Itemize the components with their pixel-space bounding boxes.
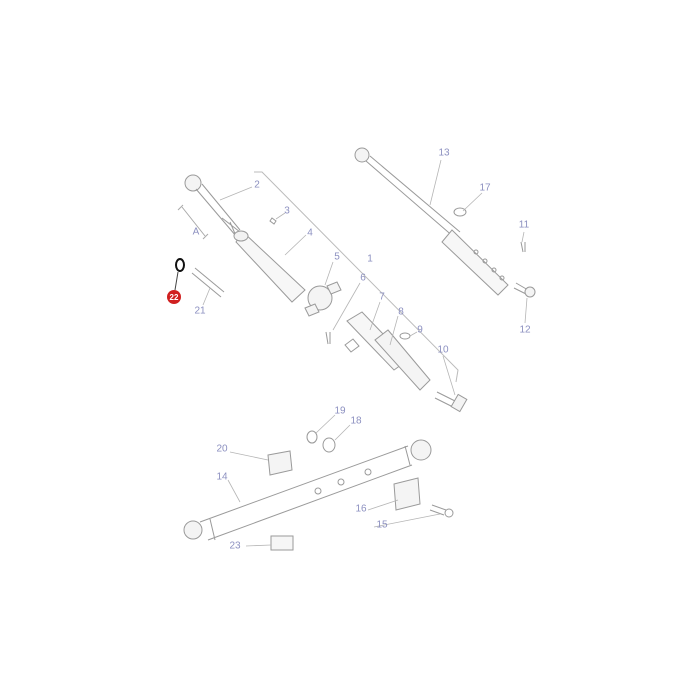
callout-19[interactable]: 19 [334,405,346,417]
callout-5[interactable]: 5 [334,251,340,263]
callout-4[interactable]: 4 [307,227,313,239]
callout-14[interactable]: 14 [216,471,228,483]
callout-9[interactable]: 9 [417,324,423,336]
callout-16[interactable]: 16 [355,503,367,515]
callout-11[interactable]: 11 [518,219,530,231]
callout-17[interactable]: 17 [479,182,491,194]
callout-7[interactable]: 7 [379,291,385,303]
top-link-rod [184,174,241,237]
callout-20[interactable]: 20 [216,443,228,455]
callout-23[interactable]: 23 [229,540,241,552]
callout-10[interactable]: 10 [437,344,449,356]
callout-21[interactable]: 21 [194,305,206,317]
callout-22-highlighted[interactable]: 22 [167,290,181,304]
callout-13[interactable]: 13 [438,147,450,159]
callout-8[interactable]: 8 [398,306,404,318]
dimension-label: A [192,226,200,238]
callout-12[interactable]: 12 [519,324,531,336]
callout-3[interactable]: 3 [284,205,290,217]
callout-15[interactable]: 15 [376,519,388,531]
callout-18[interactable]: 18 [350,415,362,427]
callout-2[interactable]: 2 [254,179,260,191]
callout-6[interactable]: 6 [360,272,366,284]
callout-1[interactable]: 1 [367,253,373,265]
